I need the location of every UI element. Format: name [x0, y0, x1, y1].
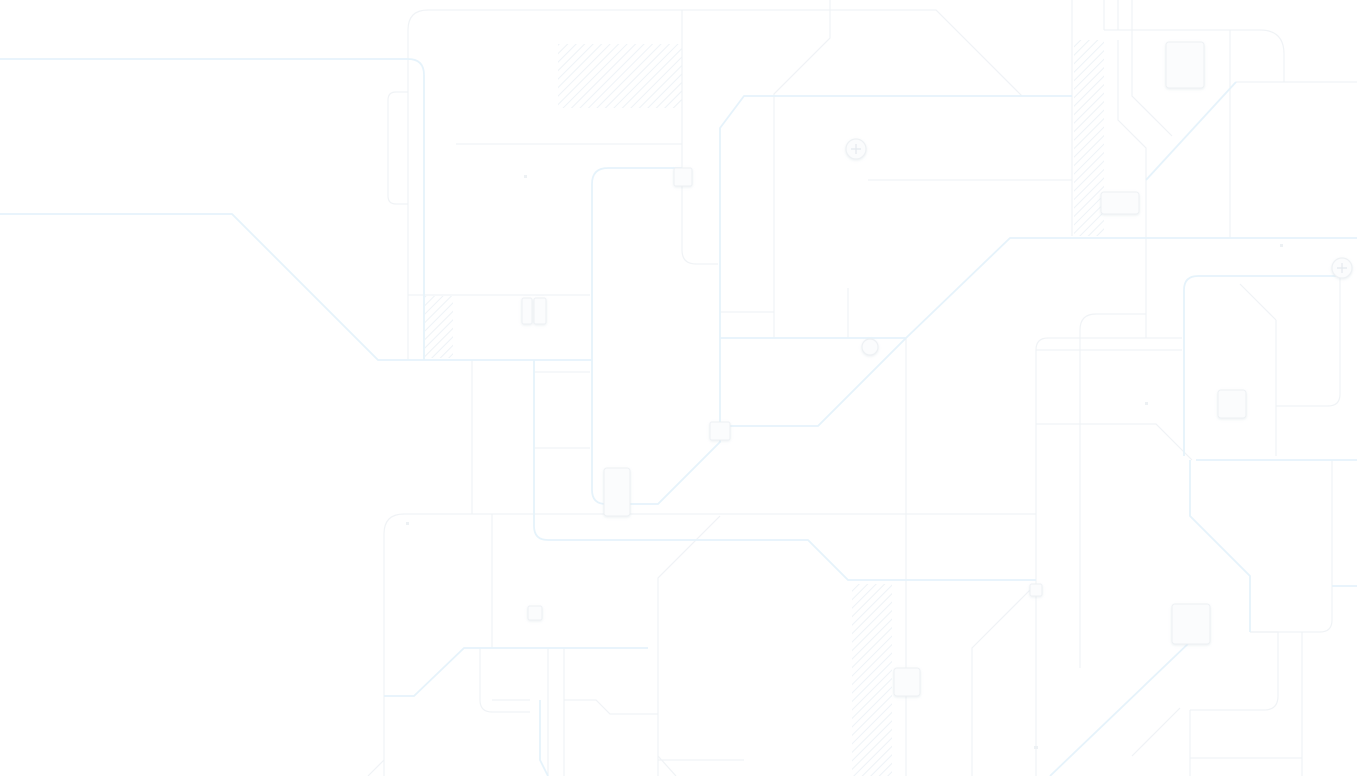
panel-outline: [1035, 337, 1182, 776]
panel-outline: [383, 513, 1036, 776]
circuit-traces: [0, 58, 1357, 776]
trace: [591, 167, 682, 360]
hatch-block: [1074, 40, 1104, 236]
hatch-block: [558, 44, 682, 108]
trace: [1183, 275, 1340, 456]
hatch-block: [852, 584, 892, 776]
panel-outline: [681, 10, 718, 265]
panel-outline: [1190, 631, 1279, 711]
circle-via: [861, 338, 879, 356]
hatched-regions: [425, 40, 1104, 776]
square-pad: [533, 297, 547, 325]
panel-outline: [564, 699, 658, 715]
panel-outline: [971, 583, 1037, 776]
square-pad: [603, 467, 631, 517]
speck: [1145, 402, 1148, 405]
trace: [539, 700, 549, 776]
speck: [1280, 244, 1283, 247]
panel-outline: [773, 0, 831, 338]
circle-via: [845, 138, 867, 160]
square-pad: [1217, 389, 1247, 419]
trace: [1189, 460, 1251, 632]
square-pad: [521, 297, 533, 325]
panel-outline: [479, 648, 530, 713]
panel-outline: [1276, 276, 1341, 407]
trace: [0, 58, 425, 360]
square-pad: [527, 605, 543, 621]
trace: [0, 213, 592, 361]
hatch-block: [425, 296, 453, 358]
trace: [720, 237, 1357, 339]
circle-via: [1331, 257, 1353, 279]
square-pad: [1029, 583, 1043, 597]
panel-outline: [1239, 283, 1277, 456]
square-pad: [1165, 41, 1205, 89]
square-pad: [1100, 191, 1140, 215]
square-pad: [709, 421, 731, 441]
speck: [406, 522, 409, 525]
trace: [591, 95, 1072, 505]
trace: [720, 337, 907, 427]
square-pad: [673, 167, 693, 187]
panel-outline: [1131, 707, 1181, 757]
panel-outline: [387, 91, 408, 205]
panel-outline: [407, 9, 1023, 360]
trace: [1049, 639, 1193, 776]
trace: [384, 647, 648, 697]
panel-outline: [1117, 40, 1147, 238]
panel-outline: [547, 648, 565, 776]
panel-outline: [1131, 40, 1173, 137]
panel-outline: [534, 371, 590, 449]
panel-outline: [1250, 460, 1333, 633]
specks: [406, 175, 1283, 749]
panel-outline: [1104, 29, 1285, 82]
panel-outlines: [367, 0, 1357, 776]
vias: [845, 138, 1353, 356]
panel-outline: [1103, 0, 1133, 40]
square-pad: [1171, 603, 1211, 645]
panel-outline: [1036, 423, 1193, 461]
pads: [521, 41, 1247, 697]
panel-outline: [1189, 710, 1302, 776]
panel-outline: [657, 515, 721, 776]
panel-outline: [367, 759, 385, 776]
panel-outline: [657, 755, 744, 776]
speck: [1034, 746, 1038, 749]
trace: [1145, 81, 1237, 181]
trace: [533, 360, 1036, 581]
square-pad: [893, 667, 921, 697]
panel-outline: [1079, 313, 1146, 668]
speck: [524, 175, 527, 178]
